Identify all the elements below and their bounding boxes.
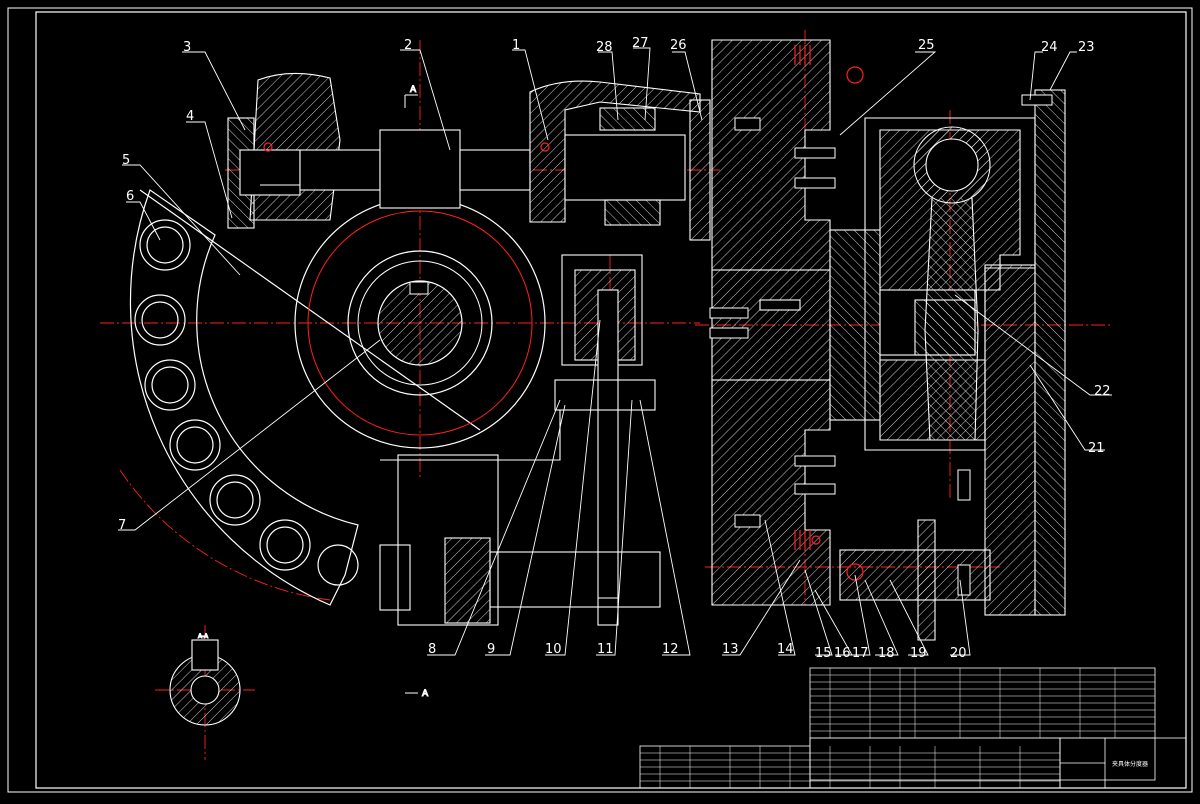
label-1: 1 [512, 38, 520, 53]
label-15: 15 [815, 646, 832, 661]
leader-lines [118, 47, 1112, 656]
label-4: 4 [186, 109, 194, 124]
label-24: 24 [1041, 40, 1058, 55]
label-22: 22 [1094, 384, 1111, 399]
label-14: 14 [777, 642, 794, 657]
label-8: 8 [428, 642, 436, 657]
connecting-rod [913, 126, 991, 441]
label-11: 11 [597, 642, 614, 657]
drawing-title: 夹具体分度器 [1112, 760, 1148, 768]
part-labels: 1 2 3 4 5 6 7 8 9 10 11 12 13 14 15 16 1… [118, 36, 1111, 661]
label-21: 21 [1088, 441, 1105, 456]
label-9: 9 [487, 642, 495, 657]
label-12: 12 [662, 642, 679, 657]
label-27: 27 [632, 36, 649, 51]
label-2: 2 [404, 38, 412, 53]
label-26: 26 [670, 38, 687, 53]
label-6: 6 [126, 189, 134, 204]
label-23: 23 [1078, 40, 1095, 55]
section-markers: A A [404, 85, 430, 700]
index-plate [129, 189, 481, 606]
inner-border [35, 11, 1187, 789]
label-3: 3 [183, 40, 191, 55]
worm-shaft [227, 72, 711, 241]
fasteners [709, 94, 1053, 596]
label-17: 17 [852, 646, 869, 661]
label-20: 20 [950, 646, 967, 661]
label-7: 7 [118, 518, 126, 533]
worm-wheel [294, 197, 546, 449]
label-10: 10 [545, 642, 562, 657]
cylinder-assembly [379, 254, 661, 626]
title-block-grid [640, 668, 1155, 789]
outer-border [7, 7, 1193, 793]
label-19: 19 [910, 646, 927, 661]
section-marker-top: A [410, 85, 417, 95]
spring-coils [263, 45, 864, 581]
title-block [639, 667, 1187, 789]
label-28: 28 [596, 40, 613, 55]
label-18: 18 [878, 646, 895, 661]
label-13: 13 [722, 642, 739, 657]
svg-text:A-A: A-A [198, 633, 209, 640]
label-16: 16 [834, 646, 851, 661]
label-25: 25 [918, 38, 935, 53]
section-marker-bottom: A [422, 689, 429, 699]
section-a-a-detail: A-A [169, 632, 241, 726]
main-housing [711, 39, 1066, 641]
label-5: 5 [122, 153, 130, 168]
